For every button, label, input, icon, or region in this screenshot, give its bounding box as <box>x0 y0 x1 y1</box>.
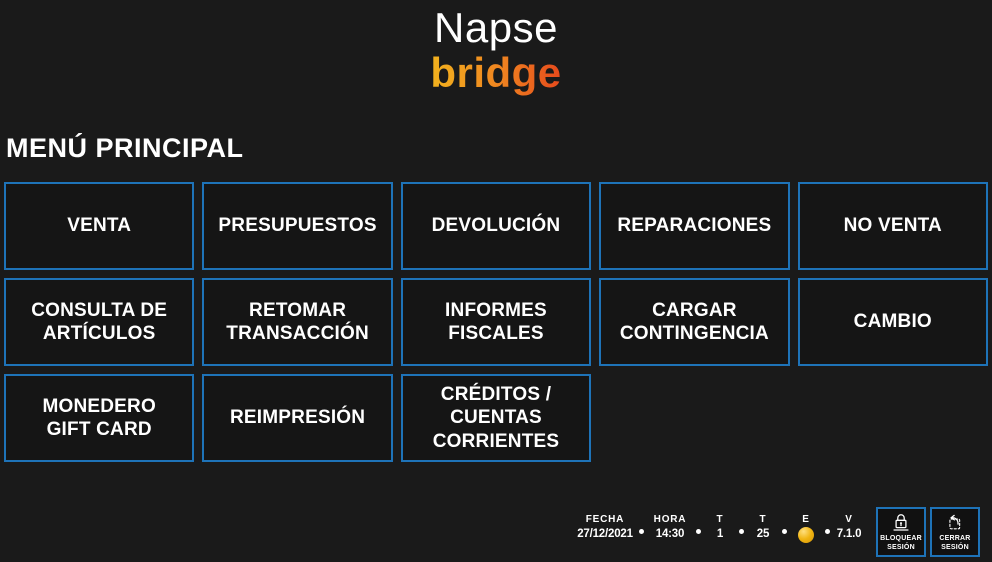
menu-button-consulta-articulos[interactable]: CONSULTA DE ARTÍCULOS <box>4 278 195 366</box>
status-item-time: HORA 14:30 <box>650 514 690 540</box>
logout-arrow-icon <box>949 515 961 530</box>
status-time-label: HORA <box>653 514 687 525</box>
status-e-label: E <box>802 514 810 525</box>
bottom-bar: FECHA 27/12/2021 HORA 14:30 T 1 T 25 E V… <box>577 507 980 557</box>
status-item-v: V 7.1.0 <box>836 514 862 540</box>
menu-button-cambio[interactable]: CAMBIO <box>797 278 988 366</box>
menu-button-reparaciones[interactable]: REPARACIONES <box>599 182 790 270</box>
close-session-button[interactable]: CERRAR SESIÓN <box>930 507 980 557</box>
status-time-value: 14:30 <box>655 528 685 540</box>
lock-icon <box>893 514 909 531</box>
status-bar: FECHA 27/12/2021 HORA 14:30 T 1 T 25 E V… <box>577 514 862 543</box>
menu-button-venta[interactable]: VENTA <box>4 182 195 270</box>
status-indicator-yellow <box>798 527 814 543</box>
menu-button-monedero-gift-card[interactable]: MONEDERO GIFT CARD <box>4 374 195 462</box>
separator-dot <box>782 529 787 534</box>
status-item-t-1: T 1 <box>707 514 733 540</box>
menu-button-devolucion[interactable]: DEVOLUCIÓN <box>400 182 592 270</box>
separator-dot <box>696 529 701 534</box>
status-item-t-2: T 25 <box>750 514 776 540</box>
logo-primary-text: Napse <box>434 4 558 51</box>
lock-session-label: BLOQUEAR SESIÓN <box>880 535 922 551</box>
status-item-e: E <box>793 514 819 543</box>
menu-button-cargar-contingencia[interactable]: CARGAR CONTINGENCIA <box>599 278 790 366</box>
status-t2-value: 25 <box>756 528 770 540</box>
menu-button-creditos-cuentas-corrientes[interactable]: CRÉDITOS / CUENTAS CORRIENTES <box>400 374 592 462</box>
menu-button-reimpresion[interactable]: REIMPRESIÓN <box>202 374 393 462</box>
logo-secondary-text: bridge <box>430 48 562 96</box>
status-t2-label: T <box>759 514 767 525</box>
status-t1-value: 1 <box>716 528 724 540</box>
app-logo: Napse bridge <box>0 4 992 96</box>
menu-button-no-venta[interactable]: NO VENTA <box>797 182 988 270</box>
menu-button-retomar-transaccion[interactable]: RETOMAR TRANSACCIÓN <box>202 278 393 366</box>
separator-dot <box>639 529 644 534</box>
status-v-label: V <box>845 514 853 525</box>
status-t1-label: T <box>716 514 724 525</box>
separator-dot <box>825 529 830 534</box>
separator-dot <box>739 529 744 534</box>
session-buttons: BLOQUEAR SESIÓN CERRAR SESIÓN <box>876 507 980 557</box>
status-v-value: 7.1.0 <box>836 528 862 540</box>
status-date-label: FECHA <box>585 514 625 525</box>
lock-session-button[interactable]: BLOQUEAR SESIÓN <box>876 507 926 557</box>
status-date-value: 27/12/2021 <box>577 528 633 540</box>
page-title: MENÚ PRINCIPAL <box>6 133 244 163</box>
close-session-label: CERRAR SESIÓN <box>939 535 971 551</box>
menu-button-informes-fiscales[interactable]: INFORMES FISCALES <box>400 278 592 366</box>
status-item-date: FECHA 27/12/2021 <box>577 514 633 540</box>
menu-button-presupuestos[interactable]: PRESUPUESTOS <box>202 182 393 270</box>
main-menu-grid: VENTA PRESUPUESTOS DEVOLUCIÓN REPARACION… <box>4 182 988 462</box>
